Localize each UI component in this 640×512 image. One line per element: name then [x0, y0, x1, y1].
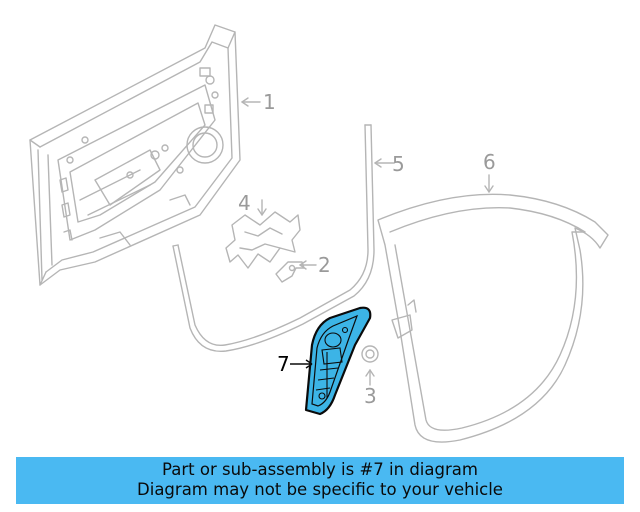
banner-line-1: Part or sub-assembly is #7 in diagram	[162, 460, 478, 479]
callout-6: 6	[483, 150, 496, 174]
insulator-pad-part	[225, 211, 301, 269]
banner-line-2: Diagram may not be specific to your vehi…	[137, 480, 503, 499]
bracket-part	[275, 261, 305, 283]
callout-3: 3	[364, 384, 377, 408]
grommet-part	[361, 345, 379, 363]
parts-diagram	[29, 24, 609, 443]
callout-5: 5	[392, 152, 405, 176]
weatherstrip-part	[172, 124, 375, 352]
part-info-banner: Part or sub-assembly is #7 in diagram Di…	[16, 457, 624, 504]
door-shell-part	[29, 24, 241, 286]
callout-1: 1	[263, 90, 276, 114]
window-regulator-highlighted-part	[290, 306, 372, 416]
door-frame-seal-part	[377, 193, 609, 443]
callout-4: 4	[238, 191, 251, 215]
callout-2: 2	[318, 253, 331, 277]
leader-lines	[241, 97, 494, 386]
callout-7: 7	[277, 352, 290, 376]
